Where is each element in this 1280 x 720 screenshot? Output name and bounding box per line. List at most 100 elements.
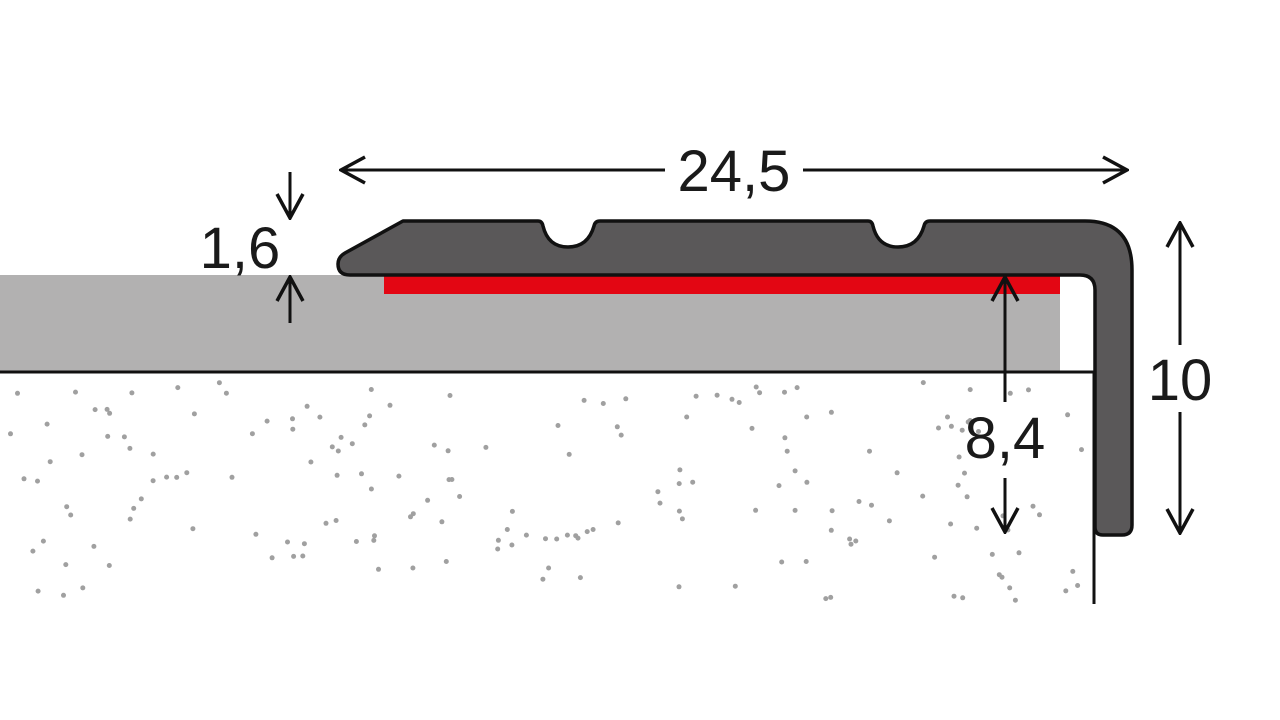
screed-dot xyxy=(40,538,46,544)
screed-dot xyxy=(190,526,196,532)
screed-dot xyxy=(372,533,377,539)
screed-dot xyxy=(15,390,20,396)
screed-dot xyxy=(175,385,181,391)
screed-dot xyxy=(249,431,255,437)
screed-dot xyxy=(615,520,621,526)
screed-dot xyxy=(164,474,170,480)
screed-dot xyxy=(335,448,341,454)
dimension-thickness-label: 1,6 xyxy=(200,216,281,281)
screed-dot xyxy=(35,588,41,594)
screed-dot xyxy=(869,502,874,508)
screed-dot xyxy=(779,559,785,565)
screed-dot xyxy=(1070,568,1076,574)
screed-dot xyxy=(91,543,97,549)
screed-dot xyxy=(690,479,696,485)
screed-dot xyxy=(495,537,501,543)
screed-dot xyxy=(577,575,583,581)
screed-dot xyxy=(753,507,759,513)
screed-dot xyxy=(35,478,40,484)
screed-dot xyxy=(962,470,967,476)
screed-dot xyxy=(129,390,135,396)
screed-dot xyxy=(684,414,690,420)
screed-dot xyxy=(317,414,323,420)
screed-dot xyxy=(290,416,295,422)
screed-dot xyxy=(308,459,314,465)
screed-dot xyxy=(676,508,682,514)
screed-dot xyxy=(600,401,606,406)
screed-dot xyxy=(457,494,463,499)
screed-dot xyxy=(792,507,798,513)
screed-dot xyxy=(290,426,296,432)
screed-dot xyxy=(61,592,66,598)
screed-dot xyxy=(945,414,950,420)
screed-dot xyxy=(894,470,900,476)
screed-dot xyxy=(64,504,70,510)
screed-dot xyxy=(976,429,981,434)
screed-dot xyxy=(657,500,663,506)
screed-dot xyxy=(729,396,735,402)
screed-dot xyxy=(323,520,329,526)
screed-dot xyxy=(92,407,98,413)
screed-dot xyxy=(823,596,829,602)
screed-dot xyxy=(269,555,275,561)
screed-dot xyxy=(886,518,892,524)
screed-dot xyxy=(104,406,110,412)
screed-dot xyxy=(956,454,962,460)
screed-dot xyxy=(131,505,137,511)
screed-dot xyxy=(964,494,970,500)
screed-dot xyxy=(1007,585,1013,591)
screed-dot xyxy=(362,422,368,428)
screed-dot xyxy=(732,583,738,589)
dimension-width-label: 24,5 xyxy=(678,139,791,204)
screed-dot xyxy=(367,413,373,419)
screed-dot xyxy=(573,533,579,539)
screed-dot xyxy=(676,584,682,590)
screed-dot xyxy=(121,434,127,440)
screed-dot xyxy=(338,434,344,440)
screed-dot xyxy=(794,385,800,391)
screed-dot xyxy=(655,489,661,495)
screed-dot xyxy=(107,410,113,416)
screed-dot xyxy=(443,559,449,564)
dimension-total-height-label: 10 xyxy=(1148,348,1213,413)
screed-dot xyxy=(1007,390,1013,396)
screed-dot xyxy=(229,474,235,480)
dimension-thickness: 1,6 xyxy=(200,172,290,323)
dimension-total-height: 10 xyxy=(1148,223,1213,533)
screed-dot xyxy=(359,471,364,477)
screed-dot xyxy=(396,473,402,479)
screed-dot xyxy=(105,433,111,439)
screed-dot xyxy=(431,442,437,448)
screed-dot xyxy=(920,493,926,499)
screed-dot xyxy=(853,538,859,544)
screed-dot xyxy=(1016,550,1022,556)
screed-dot xyxy=(960,595,966,601)
screed-dot xyxy=(920,380,926,386)
screed-dot xyxy=(333,518,339,523)
screed-dot xyxy=(223,390,229,396)
screed-dot xyxy=(285,539,290,545)
screed-dot xyxy=(555,423,561,428)
screed-dot xyxy=(618,432,624,438)
screed-dot xyxy=(543,536,548,542)
screed-dot xyxy=(509,542,515,548)
screed-dot xyxy=(804,479,810,485)
screed-dot xyxy=(449,477,455,482)
screed-dot xyxy=(191,411,197,417)
screed-dot xyxy=(803,559,809,564)
screed-dot xyxy=(951,593,957,599)
screed-dot xyxy=(329,444,335,450)
screed-dot xyxy=(967,387,973,393)
screed-dot xyxy=(867,448,872,454)
screed-dot xyxy=(495,546,501,552)
screed-dot xyxy=(749,425,755,431)
dimension-inner-height: 8,4 xyxy=(965,277,1045,532)
screed-dot xyxy=(554,536,560,542)
screed-dot xyxy=(804,414,810,420)
screed-dot xyxy=(47,459,53,465)
screed-dot xyxy=(368,387,374,392)
screed-dot xyxy=(948,423,954,429)
screed-dot xyxy=(948,521,954,527)
screed-dot xyxy=(989,551,995,557)
screed-dot xyxy=(253,531,259,537)
